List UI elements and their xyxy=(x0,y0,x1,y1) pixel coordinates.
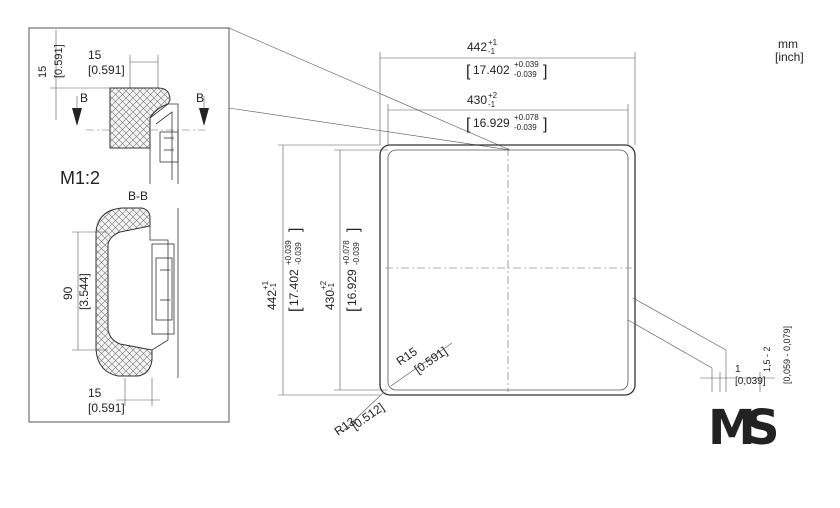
r13-in: [0.512] xyxy=(349,400,387,433)
svg-text:[: [ xyxy=(466,116,471,133)
inner-mm: 430 xyxy=(467,93,487,107)
dim-side-in: [0.591] xyxy=(53,44,65,78)
edge-1-mm: 1 xyxy=(735,364,741,375)
dim-top-width-in: [0.591] xyxy=(88,63,125,77)
outer-in-tol-upper: +0.039 xyxy=(514,60,539,69)
outer-mm-tol-lower-vertical: -1 xyxy=(269,282,278,290)
inner-in-vertical: 16.929 xyxy=(345,269,359,306)
outer-in-tol-lower-vertical: -0.039 xyxy=(294,242,303,265)
svg-text:[: [ xyxy=(287,307,304,312)
edge-range-mm: 1,5 - 2 xyxy=(762,346,772,372)
top-frame-profile xyxy=(149,103,179,184)
svg-text:[: [ xyxy=(466,63,471,80)
dim-bottom-mm: 15 xyxy=(88,386,102,400)
cut-letter-right: B xyxy=(196,91,204,105)
cut-arrow-right xyxy=(199,108,209,126)
svg-text:]: ] xyxy=(345,228,362,232)
cut-arrow-left xyxy=(72,108,82,126)
inner-mm-tol-lower-vertical: -1 xyxy=(327,282,336,290)
svg-text:]: ] xyxy=(543,116,547,133)
outer-in: 17.402 xyxy=(473,63,510,77)
detail-frame xyxy=(28,27,230,423)
dim-bottom-in: [0.591] xyxy=(88,401,125,415)
inner-in: 16.929 xyxy=(473,116,510,130)
dim-height-in: [3.544] xyxy=(77,273,91,310)
scale-label: M1:2 xyxy=(60,168,100,188)
detail-leader-line xyxy=(228,27,511,151)
svg-text:]: ] xyxy=(287,228,304,232)
outer-mm-tol-lower: -1 xyxy=(488,47,496,56)
inner-mm-vertical: 430 xyxy=(323,290,337,310)
dim-height-mm: 90 xyxy=(61,286,75,300)
inner-in-tol-upper: +0.078 xyxy=(514,113,539,122)
logo-letter-m: M xyxy=(708,400,756,456)
inner-in-tol-upper-vertical: +0.078 xyxy=(342,240,351,265)
inner-mm-tol-lower: -1 xyxy=(488,100,496,109)
top-seal-section xyxy=(109,87,171,149)
inner-in-tol-lower-vertical: -0.039 xyxy=(352,242,361,265)
outer-mm-vertical: 442 xyxy=(265,290,279,310)
outer-in-tol-lower: -0.039 xyxy=(514,70,537,79)
section-label: B-B xyxy=(128,189,148,203)
cut-letter-left: B xyxy=(80,91,88,105)
r15-in: [0.591] xyxy=(412,344,450,377)
detail-view: 15 [0.591] 15 [0.591] B B M1:2 B-B xyxy=(28,27,511,423)
outer-in-tol-upper-vertical: +0.039 xyxy=(284,240,293,265)
outer-mm-tol-upper: +1 xyxy=(488,38,498,47)
units-secondary: [inch] xyxy=(775,50,804,64)
dim-side-mm: 15 xyxy=(37,66,49,78)
units-primary: mm xyxy=(778,37,798,51)
inner-mm-tol-upper: +2 xyxy=(488,91,498,100)
section-b-b-profile xyxy=(149,208,179,378)
detail-leader-line xyxy=(228,107,511,151)
inner-mm-tol-upper-vertical: +2 xyxy=(319,280,328,290)
dim-top-width-mm: 15 xyxy=(88,48,102,62)
section-b-b-seal xyxy=(95,207,153,377)
main-view: 442 +1 -1 [ 17.402 +0.039 -0.039 ] 430 +… xyxy=(261,38,792,438)
ms-logo: M S xyxy=(708,400,780,456)
edge-1-in: [0,039] xyxy=(735,376,766,387)
outer-mm-tol-upper-vertical: +1 xyxy=(261,280,270,290)
logo-letter-s: S xyxy=(745,400,780,456)
outer-mm: 442 xyxy=(467,40,487,54)
svg-text:[: [ xyxy=(345,307,362,312)
outer-in-vertical: 17.402 xyxy=(287,269,301,306)
svg-text:]: ] xyxy=(543,63,547,80)
inner-in-tol-lower: -0.039 xyxy=(514,123,537,132)
outer-square xyxy=(379,144,636,396)
edge-range-in: [0,059 - 0,079] xyxy=(782,326,792,384)
